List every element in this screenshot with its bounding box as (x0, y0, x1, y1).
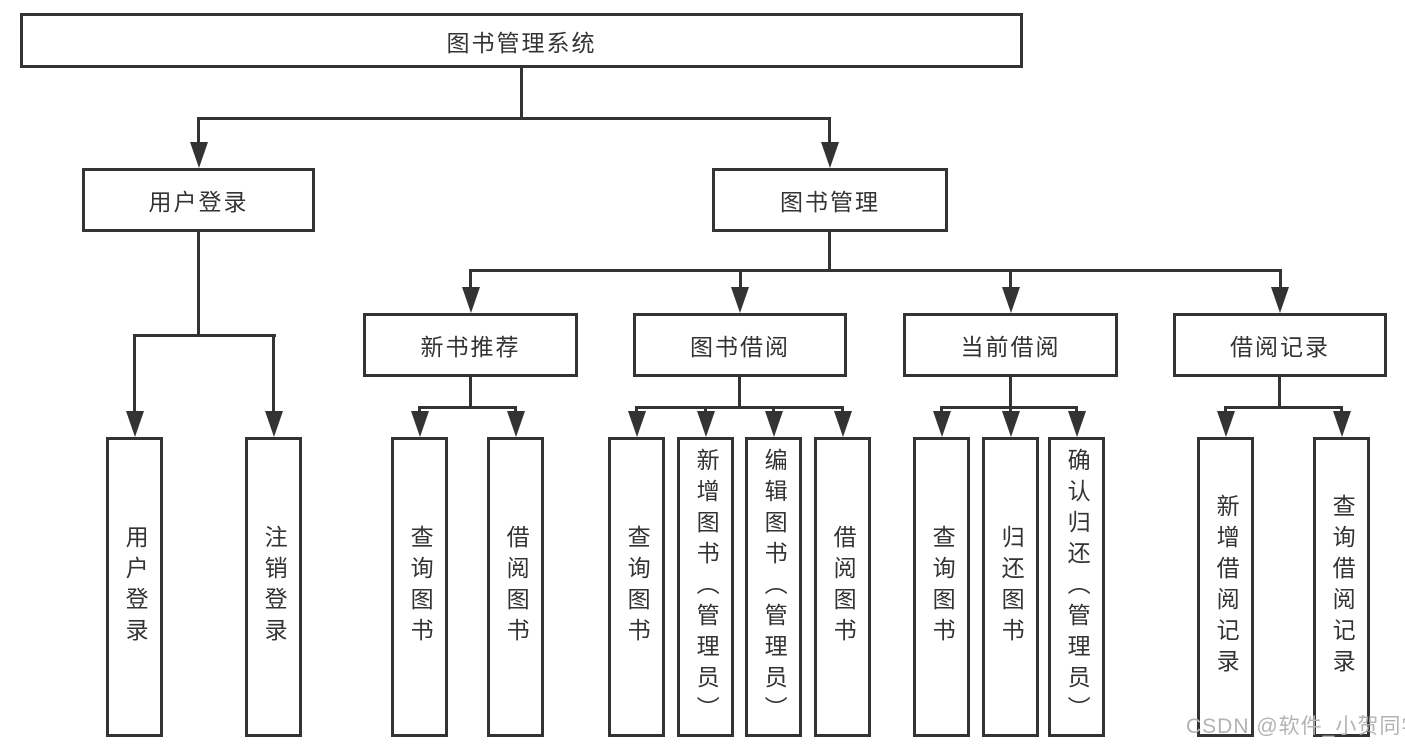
arrow-down-icon (1333, 411, 1351, 437)
connector-arm-level3 (469, 270, 472, 292)
arrow-down-icon (765, 411, 783, 437)
arrow-down-icon (1217, 411, 1235, 437)
connector-book-borrow-split (635, 406, 844, 409)
leaf-return-books: 归还图书 (982, 437, 1039, 737)
connector-current-borrow-stem (1009, 377, 1012, 408)
leaf-query-books-recommend: 查询图书 (391, 437, 448, 737)
connector-book-management-stem (828, 232, 831, 272)
leaf-label: 查询图书 (624, 525, 651, 649)
leaf-label: 编辑图书（管理员） (761, 447, 788, 727)
leaf-label: 归还图书 (998, 525, 1025, 649)
leaf-label: 确认归还（管理员） (1064, 447, 1091, 727)
node-user-login: 用户登录 (82, 168, 315, 232)
node-user-login-label: 用户登录 (148, 189, 249, 215)
arrow-down-icon (697, 411, 715, 437)
leaf-label: 用户登录 (122, 525, 149, 649)
node-root: 图书管理系统 (20, 13, 1023, 68)
arrow-down-icon (1002, 287, 1020, 313)
connector-new-book-split (418, 406, 517, 409)
arrow-down-icon (1068, 411, 1086, 437)
node-new-book-recommend: 新书推荐 (363, 313, 578, 377)
node-borrow-record: 借阅记录 (1173, 313, 1387, 377)
node-new-book-recommend-label: 新书推荐 (420, 334, 521, 360)
arrow-down-icon (190, 142, 208, 168)
node-borrow-record-label: 借阅记录 (1230, 334, 1330, 360)
arrow-down-icon (1271, 287, 1289, 313)
connector-book-management-split (469, 269, 1282, 272)
arrow-down-icon (126, 411, 144, 437)
node-book-borrow-label: 图书借阅 (690, 334, 790, 360)
connector-book-borrow-stem (738, 377, 741, 408)
leaf-label: 新增图书（管理员） (693, 447, 720, 727)
leaf-label: 查询图书 (407, 525, 434, 649)
connector-user-login-split (133, 334, 276, 337)
csdn-watermark: CSDN @软件_小贺同学 (1186, 715, 1405, 738)
arrow-down-icon (731, 287, 749, 313)
node-current-borrow: 当前借阅 (903, 313, 1118, 377)
leaf-add-books-admin: 新增图书（管理员） (677, 437, 734, 737)
connector-root-split (197, 117, 831, 120)
leaf-user-login: 用户登录 (106, 437, 163, 737)
connector-borrow-record-stem (1278, 377, 1281, 408)
node-root-label: 图书管理系统 (446, 29, 597, 56)
connector-arm-leaf (133, 335, 136, 417)
node-current-borrow-label: 当前借阅 (960, 334, 1061, 360)
connector-arm-level3 (1009, 270, 1012, 292)
node-book-borrow: 图书借阅 (633, 313, 847, 377)
arrow-down-icon (462, 287, 480, 313)
connector-arm-book-management (828, 118, 831, 146)
leaf-label: 新增借阅记录 (1213, 494, 1240, 680)
arrow-down-icon (1002, 411, 1020, 437)
arrow-down-icon (834, 411, 852, 437)
leaf-query-books-borrow: 查询图书 (608, 437, 665, 737)
leaf-confirm-return-admin: 确认归还（管理员） (1048, 437, 1105, 737)
leaf-logout: 注销登录 (245, 437, 302, 737)
leaf-label: 查询借阅记录 (1329, 494, 1356, 680)
arrow-down-icon (628, 411, 646, 437)
arrow-down-icon (411, 411, 429, 437)
connector-arm-level3 (739, 270, 742, 292)
leaf-label: 借阅图书 (830, 525, 857, 649)
connector-new-book-stem (469, 377, 472, 408)
arrow-down-icon (265, 411, 283, 437)
node-book-management-label: 图书管理 (780, 189, 880, 215)
connector-root-stem (520, 68, 523, 120)
connector-user-login-stem (197, 232, 200, 337)
arrow-down-icon (507, 411, 525, 437)
connector-arm-level3 (1279, 270, 1282, 292)
arrow-down-icon (821, 142, 839, 168)
leaf-add-borrow-record: 新增借阅记录 (1197, 437, 1254, 737)
leaf-query-books-current: 查询图书 (913, 437, 970, 737)
connector-arm-user-login (197, 118, 200, 146)
leaf-edit-books-admin: 编辑图书（管理员） (745, 437, 802, 737)
connector-arm-leaf (272, 335, 275, 417)
leaf-label: 借阅图书 (503, 525, 530, 649)
node-book-management: 图书管理 (712, 168, 948, 232)
leaf-label: 注销登录 (261, 525, 288, 649)
arrow-down-icon (933, 411, 951, 437)
leaf-label: 查询图书 (929, 525, 956, 649)
leaf-borrow-books: 借阅图书 (814, 437, 871, 737)
connector-borrow-record-split (1224, 406, 1343, 409)
leaf-query-borrow-record: 查询借阅记录 (1313, 437, 1370, 737)
leaf-borrow-books-recommend: 借阅图书 (487, 437, 544, 737)
